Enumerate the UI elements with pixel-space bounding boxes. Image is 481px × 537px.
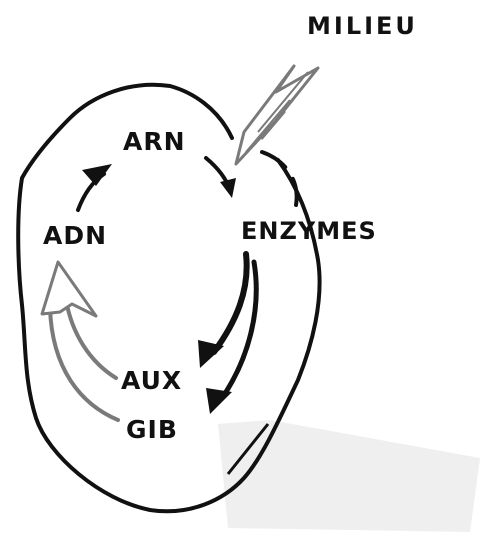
enzymes-to-aux-arrow [214,254,247,352]
label-enzymes: ENZYMES [241,219,377,243]
adn-to-arn-arrowhead [82,164,112,186]
label-arn: ARN [123,129,186,154]
gib-to-adn-arrow [50,308,118,420]
label-gib: GIB [126,417,178,442]
enzymes-to-gib-arrowhead [206,388,232,414]
label-adn: ADN [43,223,107,248]
label-aux: AUX [121,368,182,393]
label-milieu: MILIEU [307,14,418,38]
inner-contour [262,152,297,205]
arn-to-enzymes-arrowhead [220,178,236,198]
